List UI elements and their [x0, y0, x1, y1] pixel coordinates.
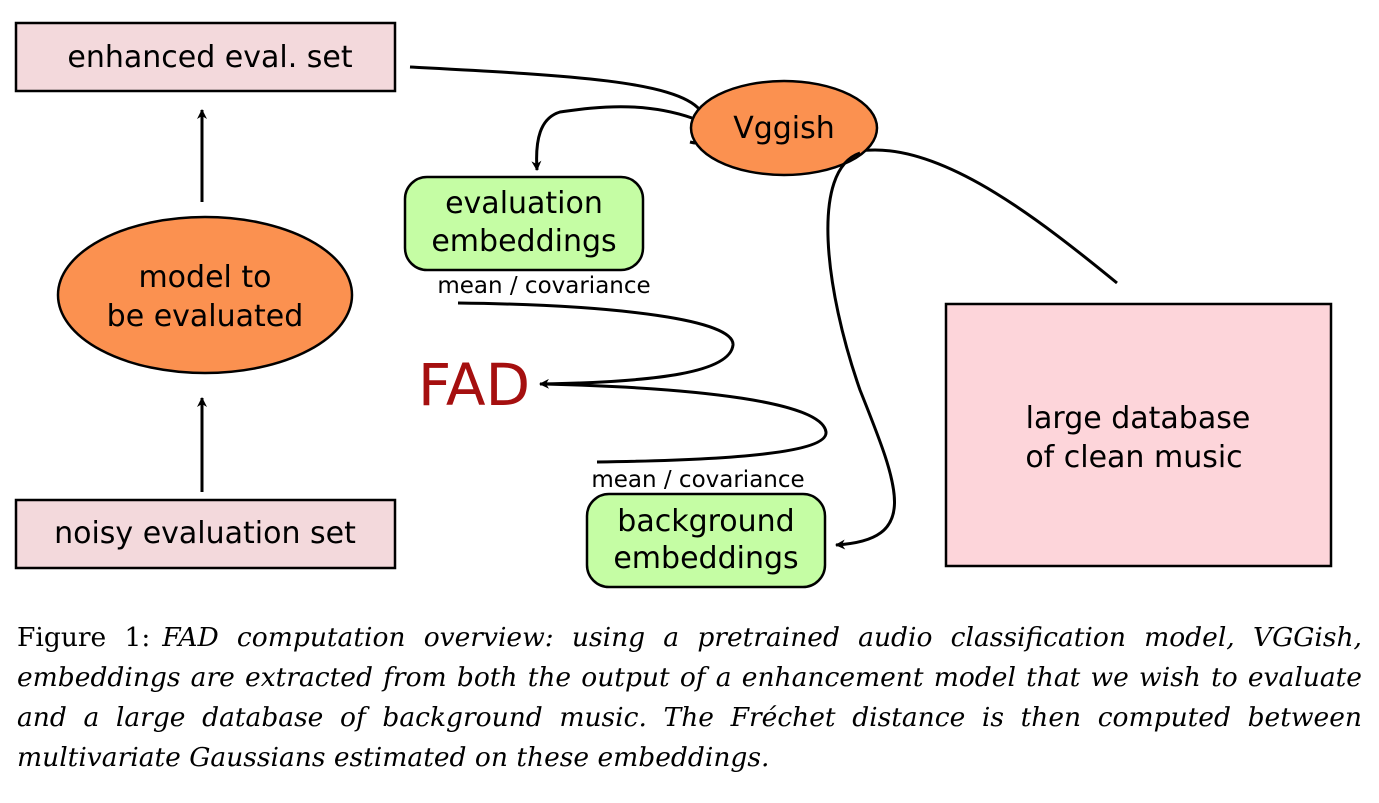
eval-embeddings-box: [403, 175, 645, 272]
eval-embeddings-label-line2: embeddings: [431, 224, 616, 259]
database-node: large database of clean music: [944, 302, 1333, 568]
bg-stats-label: mean / covariance: [591, 467, 804, 493]
noisy-eval-set-node: noisy evaluation set: [14, 498, 397, 570]
database-box: [944, 302, 1333, 568]
edge-vggish-to-eval-embeddings: [531, 105, 693, 171]
model-label-line2: be evaluated: [107, 299, 304, 334]
caption-text: FAD computation overview: using a pretra…: [17, 622, 1362, 773]
enhanced-eval-set-label: enhanced eval. set: [67, 40, 353, 75]
vggish-node: Vggish: [689, 79, 879, 177]
database-label-line2: of clean music: [1025, 440, 1242, 475]
noisy-eval-set-label: noisy evaluation set: [54, 516, 356, 551]
vggish-ellipse: [689, 79, 879, 177]
edge-enhanced-to-vggish: [409, 65, 710, 145]
edge-eval-stats-to-fad: [457, 301, 735, 389]
eval-embeddings-label-line1: evaluation: [445, 186, 603, 221]
eval-embeddings-node: evaluation embeddings: [403, 175, 645, 272]
model-ellipse: [56, 215, 354, 375]
model-node: model to be evaluated: [56, 215, 354, 375]
edge-bg-stats-to-fad: [544, 382, 828, 464]
background-embeddings-label-line1: background: [617, 504, 794, 539]
edge-vggish-to-background-embeddings: [826, 151, 896, 550]
background-embeddings-box: [585, 492, 827, 589]
background-embeddings-label-line2: embeddings: [613, 541, 798, 576]
model-label-line1: model to: [138, 260, 271, 295]
database-label-line1: large database: [1026, 401, 1251, 436]
figure-caption: Figure 1:FAD computation overview: using…: [17, 618, 1362, 778]
enhanced-eval-set-box: [14, 21, 397, 93]
background-embeddings-node: background embeddings: [585, 492, 827, 589]
enhanced-eval-set-node: enhanced eval. set: [14, 21, 397, 93]
edge-database-to-vggish: [818, 148, 1118, 285]
vggish-label: Vggish: [733, 111, 835, 146]
noisy-eval-set-box: [14, 498, 397, 570]
fad-label: FAD: [418, 351, 530, 419]
fad-diagram: enhanced eval. set noisy evaluation set …: [14, 21, 1333, 589]
caption-label: Figure 1:: [17, 622, 151, 653]
eval-stats-label: mean / covariance: [437, 273, 650, 299]
